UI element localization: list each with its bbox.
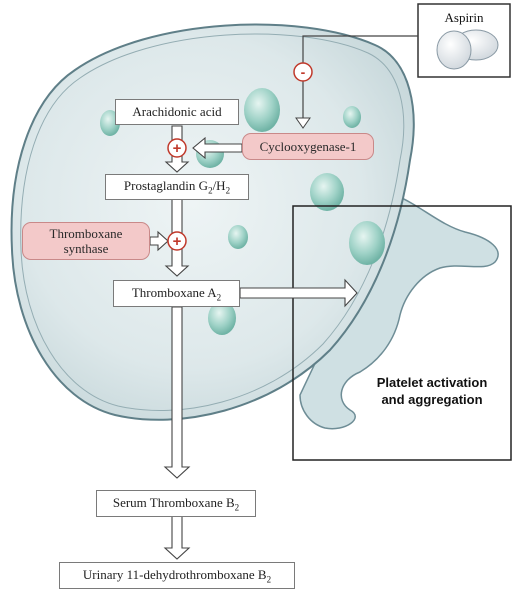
- granule: [310, 173, 344, 211]
- promote-symbol: +: [173, 140, 182, 157]
- thromboxane-synthase-pill: Thromboxane synthase: [22, 222, 150, 260]
- inhibition-line: [302, 35, 418, 118]
- serum-label: Serum Thromboxane B2: [112, 494, 240, 513]
- arrow-txa2-to-serum: [163, 306, 191, 479]
- prostaglandin-label: Prostaglandin G2/H2: [123, 178, 231, 196]
- granule: [208, 301, 236, 335]
- thromboxane-a2-label: Thromboxane A2: [131, 284, 222, 303]
- granule: [343, 106, 361, 128]
- arrow-cox-to-plus: [192, 136, 243, 160]
- inhibit-sign: [293, 62, 313, 82]
- promote-sign-cox: [167, 138, 187, 158]
- arachidonic-acid-box: Arachidonic acid: [115, 99, 239, 125]
- granule: [244, 88, 280, 132]
- arrow-synthase-to-plus: [149, 230, 169, 252]
- granule: [349, 221, 385, 265]
- inhibit-symbol: -: [301, 64, 306, 80]
- pseudopod: [299, 194, 499, 430]
- thromboxane-a2-box: Thromboxane A2: [113, 280, 240, 307]
- arrow-txa2-to-activation: [239, 278, 358, 308]
- inhibition-arrowhead: [295, 117, 311, 129]
- platelet-activation-box: [292, 205, 512, 461]
- prostaglandin-box: Prostaglandin G2/H2: [105, 174, 249, 200]
- arrow-serum-to-urinary: [163, 515, 191, 560]
- granule: [228, 225, 248, 249]
- promote-sign-synthase: [167, 231, 187, 251]
- serum-thromboxane-b2-box: Serum Thromboxane B2: [96, 490, 256, 517]
- platelet-membrane: [20, 33, 405, 411]
- cyclooxygenase-1-pill: Cyclooxygenase-1: [242, 133, 374, 160]
- aspirin-label: Aspirin: [444, 10, 484, 25]
- urinary-label: Urinary 11-dehydrothromboxane B2: [82, 566, 272, 585]
- urinary-box: Urinary 11-dehydrothromboxane B2: [59, 562, 295, 589]
- pill-icon: [436, 29, 499, 70]
- promote-symbol: +: [173, 233, 182, 250]
- platelet-activation-label: Platelet activation and aggregation: [376, 375, 488, 407]
